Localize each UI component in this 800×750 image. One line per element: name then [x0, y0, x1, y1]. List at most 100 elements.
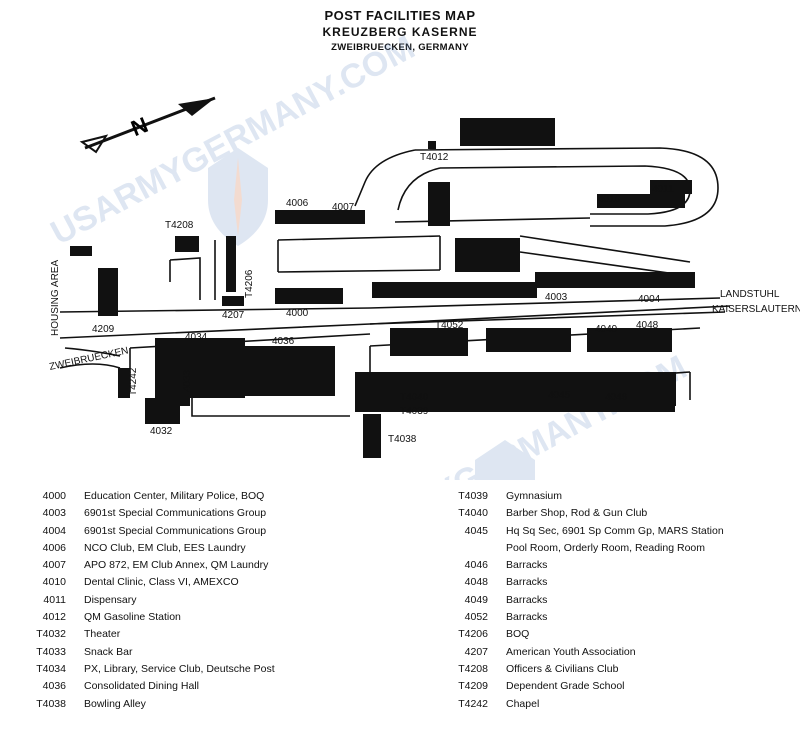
- legend-desc: Hq Sq Sec, 6901 Sp Comm Gp, MARS Station: [506, 524, 724, 537]
- kaiserslautern-label: KAISERSLAUTERN: [712, 304, 800, 315]
- legend-code: T4038: [36, 697, 66, 710]
- legend-row: T4034 PX, Library, Service Club, Deutsche…: [20, 661, 275, 678]
- legend-desc: Dental Clinic, Class VI, AMEXCO: [84, 576, 239, 589]
- building-T4040: [355, 372, 675, 412]
- legend-desc: Barracks: [506, 559, 548, 572]
- legend-desc: Education Center, Military Police, BOQ: [84, 490, 265, 502]
- legend-row: T4209 Dependent Grade School: [438, 678, 724, 695]
- legend-desc: NCO Club, EM Club, EES Laundry: [84, 541, 246, 554]
- legend-left-column: 4000 Education Center, Military Police, B…: [20, 488, 275, 713]
- building-4036: [240, 346, 335, 396]
- legend-code: 4003: [42, 507, 66, 520]
- housing-area-label: HOUSING AREA: [50, 260, 61, 336]
- legend-code: T4034: [36, 662, 66, 675]
- label-4033: 4033: [182, 369, 193, 392]
- building-T4012: [428, 141, 436, 149]
- building-4003: [372, 282, 537, 298]
- legend-desc: Bowling Alley: [84, 697, 146, 710]
- legend-desc: 6901st Special Communications Group: [84, 507, 267, 520]
- legend-row: 4006 NCO Club, EM Club, EES Laundry: [20, 540, 275, 557]
- building-4049: [486, 328, 571, 352]
- legend-row: 4010 Dental Clinic, Class VI, AMEXCO: [20, 574, 275, 591]
- legend-code: T4032: [36, 628, 66, 641]
- label-4048: 4048: [636, 320, 659, 331]
- legend-code: 4052: [464, 611, 488, 624]
- legend-desc: PX, Library, Service Club, Deutsche Post: [84, 662, 275, 675]
- building-4034: [155, 338, 245, 398]
- legend-code: 4010: [42, 576, 66, 589]
- legend-row: 4045 Hq Sq Sec, 6901 Sp Comm Gp, MARS Sta…: [438, 523, 724, 540]
- label-T4208: T4208: [165, 220, 194, 231]
- label-4000: 4000: [286, 308, 309, 319]
- legend-row: 4049 Barracks: [438, 592, 724, 609]
- building-4004: [535, 272, 695, 288]
- label-T4040: T4040: [400, 392, 429, 403]
- legend-code: 4046: [464, 559, 488, 572]
- building-labels: T4012 4010 4011 4006 4007 T4208 T4206 42…: [92, 152, 674, 445]
- building-north-left: [428, 182, 450, 226]
- label-4046: 4046: [605, 392, 628, 403]
- legend-desc: Barracks: [506, 593, 548, 606]
- building-4010: [597, 194, 685, 208]
- building-T4242: [118, 368, 130, 398]
- legend-code: 4000: [42, 490, 66, 502]
- map-location: ZWEIBRUECKEN, GERMANY: [331, 42, 469, 53]
- building-housing-small: [70, 246, 92, 256]
- legend-row: 4048 Barracks: [438, 574, 724, 591]
- legend-code: T4209: [458, 680, 488, 693]
- legend-row: 4000 Education Center, Military Police, B…: [20, 488, 275, 505]
- label-4007: 4007: [332, 202, 355, 213]
- building-4207: [222, 296, 244, 306]
- legend-desc: Barracks: [506, 576, 548, 589]
- legend-row: T4208 Officers & Civilians Club: [438, 661, 724, 678]
- legend-desc: Officers & Civilians Club: [506, 662, 619, 675]
- legend-code: 4207: [464, 645, 488, 658]
- label-T4038: T4038: [388, 434, 417, 445]
- map-title: POST FACILITIES MAP: [324, 8, 476, 23]
- legend-desc: Dependent Grade School: [506, 680, 625, 693]
- legend-desc: Theater: [84, 628, 121, 641]
- building-4000: [275, 288, 343, 304]
- title-block: POST FACILITIES MAP KREUZBERG KASERNE ZW…: [0, 8, 800, 53]
- building-T4052: [390, 328, 468, 356]
- label-4010: 4010: [598, 194, 621, 205]
- map-drawing: USARMYGERMANY.COM USARMYGERMANY.COM N: [45, 28, 800, 480]
- legend-code: 4045: [464, 524, 488, 537]
- legend-code: 4048: [464, 576, 488, 589]
- legend-row: 4046 Barracks: [438, 557, 724, 574]
- building-north-top: [460, 118, 555, 146]
- label-T4012: T4012: [420, 152, 449, 163]
- label-T4206: T4206: [244, 269, 255, 298]
- building-T4206: [226, 236, 236, 292]
- buildings: [70, 118, 695, 458]
- building-T4208: [175, 236, 199, 252]
- label-4034: 4034: [185, 332, 208, 343]
- building-4011: [650, 180, 692, 194]
- map-subtitle: KREUZBERG KASERNE: [322, 25, 478, 39]
- legend-code: T4039: [458, 490, 488, 502]
- legend-code: 4004: [42, 524, 66, 537]
- compass-letter: N: [127, 112, 151, 141]
- building-T4038: [363, 414, 381, 458]
- legend-code: T4206: [458, 628, 488, 641]
- label-4032: 4032: [150, 426, 173, 437]
- legend-code: 4007: [42, 559, 66, 572]
- label-T4052: T4052: [435, 320, 464, 331]
- legend-code: T4208: [458, 662, 488, 675]
- legend-row: 4003 6901st Special Communications Group: [20, 505, 275, 522]
- legend-code: 4006: [42, 541, 66, 554]
- watermark-insignia-icon-2: [475, 440, 535, 480]
- legend-code: 4049: [464, 593, 488, 606]
